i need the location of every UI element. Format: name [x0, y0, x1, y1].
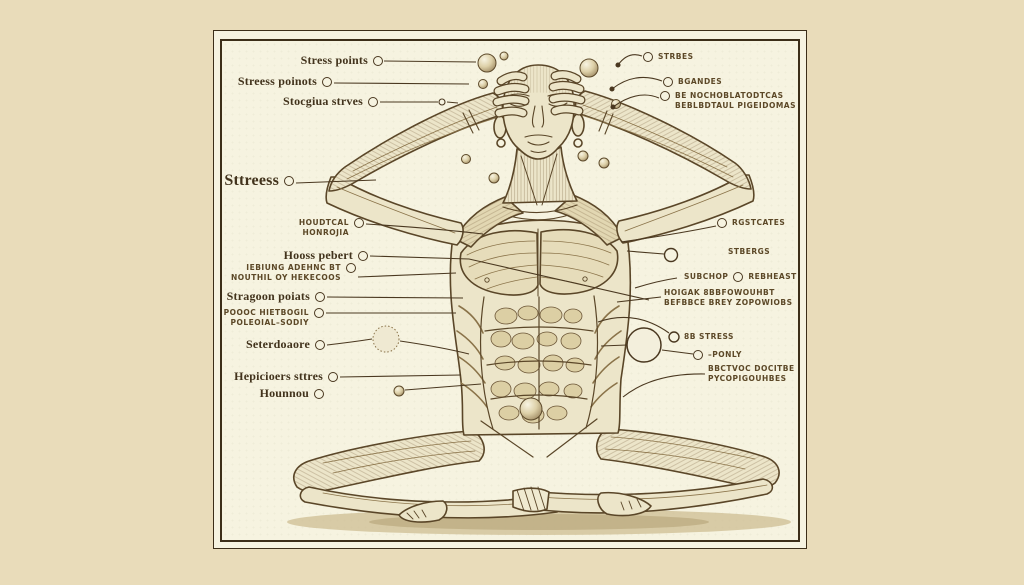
label-iebiung-adehnc: IEBIUNG ADEHNC BT NOUTHIL OY HEKECOOS	[231, 263, 356, 282]
label-text: Sttreess	[224, 172, 279, 189]
label-hepicioers-sttres: Hepicioers sttres	[234, 369, 338, 384]
label-stragoon-poiats: Stragoon poiats	[227, 289, 325, 304]
right-earring	[573, 138, 583, 148]
leader-circle-icon	[368, 96, 378, 107]
leader-circle-icon	[284, 176, 294, 186]
label-houdtcal: HOUDTCAL HONROJIA	[299, 218, 364, 237]
figure-body	[293, 64, 780, 523]
right-upper-arm	[616, 174, 755, 244]
left-earring	[496, 138, 506, 148]
left-upper-arm	[325, 176, 464, 246]
label-text-line: POLEOIAL–SODIY	[230, 317, 309, 327]
abdomen-viscera	[490, 305, 585, 424]
label-text: 8B STRESS	[684, 332, 734, 341]
label-text-line: NOUTHIL OY HEKECOOS	[231, 272, 341, 282]
label-stbergs: STBERGS	[728, 247, 770, 257]
label-text-line: PYCOPIGOUHBES	[708, 373, 787, 383]
hands-on-head	[492, 70, 586, 118]
leader-circle-icon	[322, 76, 332, 87]
label-ponly: –PONLY	[693, 350, 742, 360]
dotted-sphere	[372, 325, 400, 353]
label-text: STBERGS	[728, 247, 771, 256]
label-text: REBHEAST	[748, 272, 797, 282]
leader-circle-icon	[733, 272, 744, 282]
right-foot	[597, 491, 652, 517]
label-bbctvoc: BBCTVOC DOCITBE PYCOPIGOUHBES	[708, 364, 795, 383]
torso	[449, 194, 632, 458]
label-strbes: STRBES	[643, 52, 694, 62]
label-text: Hounnou	[259, 386, 309, 400]
label-text-line: HONROJIA	[302, 227, 349, 237]
label-text: –PONLY	[708, 350, 742, 360]
label-poooc-hietbogil: POOOC HIETBOGIL POLEOIAL–SODIY	[224, 308, 324, 327]
label-text-line: BEFBBCE BREY ZOPOWIOBS	[664, 297, 793, 307]
label-text: STRBES	[658, 52, 694, 62]
label-text-line: IEBIUNG ADEHNC BT	[246, 263, 341, 272]
leader-circle-icon	[693, 350, 703, 360]
anatomical-figure-illustration	[287, 51, 791, 535]
label-text-line: HOIGAK 8BBFOWOUHBT	[664, 288, 775, 297]
leader-circle-icon	[314, 308, 324, 318]
label-text: SUBCHOP	[684, 272, 729, 282]
label-8b-stress: 8B STRESS	[684, 332, 734, 342]
arms	[325, 90, 755, 246]
label-hoigak: HOIGAK 8BBFOWOUHBT BEFBBCE BREY ZOPOWIOB…	[664, 288, 793, 307]
label-text: Seterdoaore	[246, 337, 310, 351]
label-text-line: POOOC HIETBOGIL	[223, 308, 309, 317]
label-text: Hepicioers sttres	[234, 369, 323, 383]
head-and-neck	[492, 64, 586, 214]
label-text: Stress points	[300, 53, 368, 67]
label-text: Stragoon poiats	[226, 289, 310, 303]
label-stocgiua-strves: Stocgiua strves	[283, 94, 378, 109]
leader-circle-icon	[315, 339, 325, 350]
leader-circle-icon	[315, 291, 325, 302]
label-text-line: BEBLBDTAUL PIGEIDOMAS	[675, 100, 796, 110]
label-hounnou: Hounnou	[260, 386, 324, 401]
leader-circle-icon	[643, 52, 653, 62]
label-streess-poinots: Streess poinots	[238, 74, 332, 89]
label-hooss-pebert: Hooss pebert	[284, 248, 368, 263]
label-bgandes: BGANDES	[663, 77, 722, 87]
leader-circle-icon	[314, 388, 324, 399]
illustration-panel: Stress points Streess poinots Stocgiua s…	[213, 30, 807, 549]
leader-circle-icon	[663, 77, 673, 87]
leader-lines	[295, 54, 717, 398]
leader-circle-icon	[660, 91, 670, 101]
leader-circle-icon	[354, 218, 364, 228]
floating-spheres	[393, 51, 621, 421]
label-sttreess: Sttreess	[224, 172, 294, 190]
crossed-legs	[293, 428, 780, 523]
label-stress-points: Stress points	[301, 53, 383, 68]
label-text: RGSTCATES	[732, 218, 786, 228]
label-text: Streess poinots	[237, 74, 317, 88]
label-text: BGANDES	[678, 77, 723, 87]
label-text-line: BBCTVOC DOCITBE	[708, 364, 795, 373]
label-text: Stocgiua strves	[283, 94, 363, 108]
leader-circle-icon	[358, 250, 368, 261]
leader-circle-icon	[328, 371, 338, 382]
leader-circle-icon	[346, 263, 356, 273]
label-seterdoaore: Seterdoaore	[246, 337, 325, 352]
ankle-wrap	[512, 486, 550, 513]
leader-circle-icon	[373, 55, 383, 66]
large-outline-circle	[626, 327, 662, 363]
label-text-line: HOUDTCAL	[298, 218, 349, 227]
label-text: Hooss pebert	[283, 248, 353, 262]
label-text-line: BE NOCHOBLATODTCAS	[675, 91, 784, 100]
label-be-nochoblatodtcas: BE NOCHOBLATODTCAS BEBLBDTAUL PIGEIDOMAS	[660, 91, 796, 110]
label-subchop-rebheast: SUBCHOP REBHEAST	[684, 272, 797, 282]
label-rgstcates: RGSTCATES	[717, 218, 785, 228]
leader-circle-icon	[717, 218, 727, 228]
